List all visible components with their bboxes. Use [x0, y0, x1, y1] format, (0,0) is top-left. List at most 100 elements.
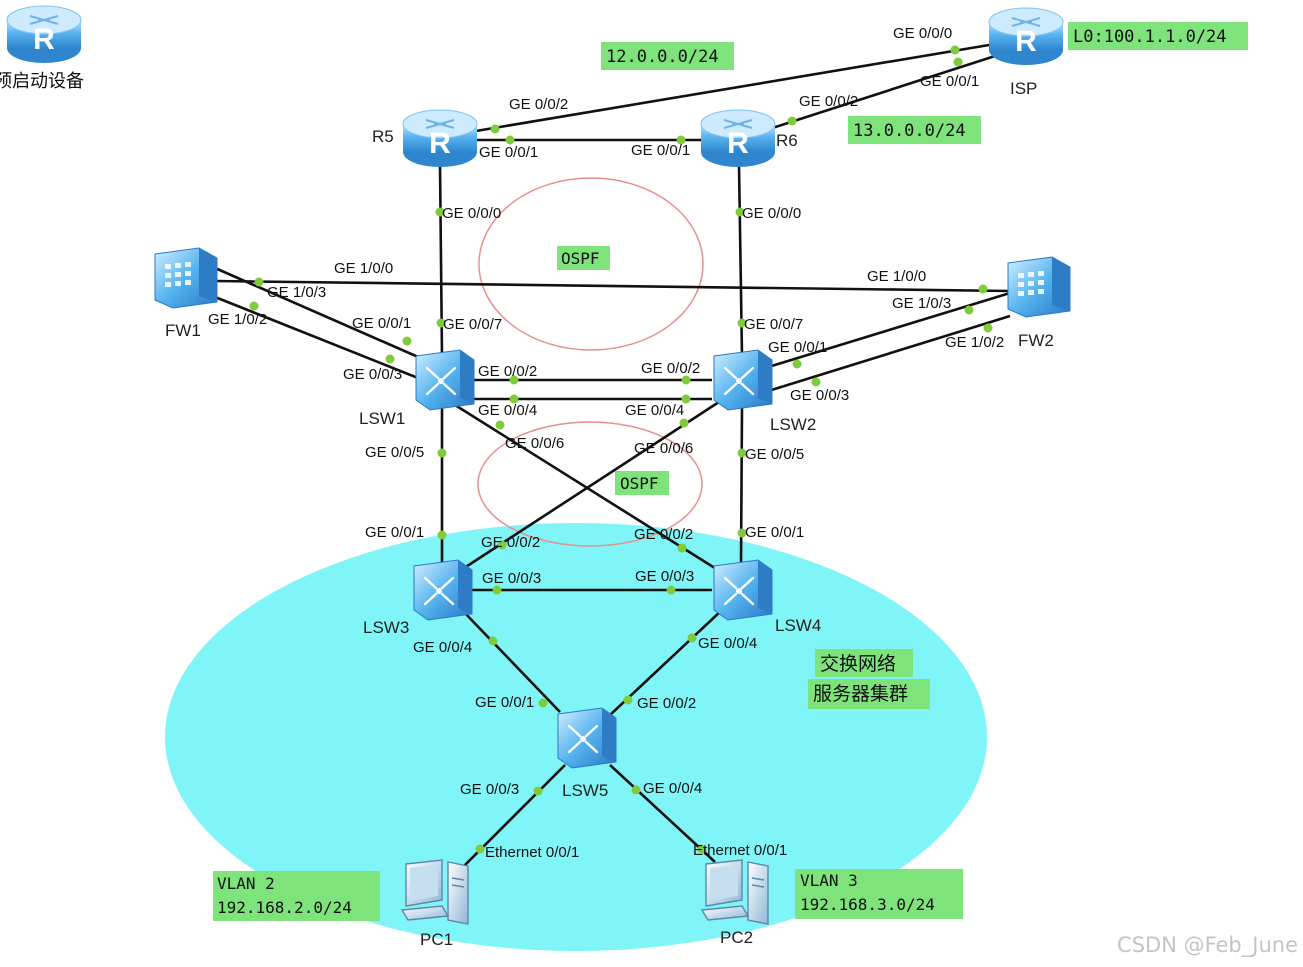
note-loopback: L0:100.1.1.0/24: [1068, 22, 1248, 50]
link-fw1-fw2: [214, 279, 1011, 293]
link-lsw2-lsw4: [739, 407, 744, 563]
note-vlan2: VLAN 2 192.168.2.0/24: [213, 871, 380, 921]
port-label: GE 1/0/2: [945, 334, 1004, 351]
link-r5-isp: [469, 42, 996, 134]
link-fw2-lsw2-a: [764, 291, 1011, 370]
port-dot: [792, 359, 802, 369]
link-fw2-lsw2-b: [764, 314, 1011, 394]
port-label: GE 0/0/3: [460, 781, 519, 798]
port-label: GE 0/0/3: [635, 568, 694, 585]
port-label: GE 0/0/4: [698, 635, 757, 652]
port-dot: [811, 377, 821, 387]
note-text: L0:100.1.1.0/24: [1073, 27, 1227, 47]
port-label: GE 0/0/3: [790, 387, 849, 404]
device-label-lsw4: LSW4: [775, 616, 821, 635]
legend-router-label: 预启动设备: [0, 71, 84, 91]
port-label: GE 0/0/5: [745, 446, 804, 463]
port-dot: [385, 354, 395, 364]
port-label: Ethernet 0/0/1: [485, 844, 579, 861]
port-dot: [254, 277, 264, 287]
device-label-pc1: PC1: [420, 930, 453, 949]
port-dot: [533, 786, 543, 796]
link-fw1-lsw1-a: [214, 266, 426, 362]
pc-icon: [701, 859, 769, 925]
links: [214, 42, 1011, 871]
device-lsw2[interactable]: LSW2: [712, 348, 816, 434]
note-vlan3: VLAN 3 192.168.3.0/24: [795, 869, 963, 919]
port-dot: [735, 207, 745, 217]
port-label: GE 0/0/1: [352, 315, 411, 332]
note-text: 交换网络: [820, 653, 896, 675]
device-lsw1[interactable]: LSW1: [359, 348, 476, 428]
link-lsw5-pc2: [609, 764, 716, 863]
port-label: GE 1/0/3: [267, 284, 326, 301]
device-lsw3[interactable]: LSW3: [363, 558, 474, 637]
port-dot: [490, 124, 500, 134]
port-label: GE 0/0/2: [799, 93, 858, 110]
device-label-lsw2: LSW2: [770, 415, 816, 434]
port-label: GE 0/0/1: [475, 694, 534, 711]
port-dot: [488, 636, 498, 646]
port-label: GE 0/0/6: [505, 435, 564, 452]
port-dot: [631, 785, 641, 795]
device-label-fw2: FW2: [1018, 331, 1054, 350]
port-dot: [437, 530, 447, 540]
port-dot: [492, 585, 502, 595]
device-isp[interactable]: ISP: [988, 7, 1064, 98]
note-text: OSPF: [620, 474, 659, 493]
device-fw1[interactable]: FW1: [154, 247, 218, 340]
port-dot: [697, 844, 707, 854]
port-dots: [249, 45, 993, 854]
port-dot: [538, 698, 548, 708]
note-text: 服务器集群: [813, 683, 908, 705]
port-label: GE 0/0/7: [744, 316, 803, 333]
port-label: GE 0/0/4: [413, 639, 472, 656]
port-label: GE 1/0/3: [892, 295, 951, 312]
port-label: GE 1/0/2: [208, 311, 267, 328]
port-label: GE 0/0/2: [478, 363, 537, 380]
device-label-lsw1: LSW1: [359, 409, 405, 428]
router-legend[interactable]: 预启动设备: [0, 5, 84, 91]
port-label: GE 0/0/4: [643, 780, 702, 797]
note-text: VLAN 3: [800, 871, 858, 890]
port-dot: [964, 305, 974, 315]
note-ospf-bottom: OSPF: [615, 471, 669, 495]
port-label: GE 0/0/2: [481, 534, 540, 551]
port-labels: GE 0/0/0 GE 0/0/1 GE 0/0/2 GE 0/0/1 GE 0…: [208, 25, 1004, 861]
port-label: GE 0/0/4: [478, 402, 537, 419]
port-dot: [436, 318, 446, 328]
port-label: GE 0/0/3: [343, 366, 402, 383]
switch-icon: [556, 706, 618, 770]
device-pc2[interactable]: PC2: [701, 859, 769, 947]
port-dot: [249, 301, 259, 311]
port-label: GE 0/0/0: [442, 205, 501, 222]
note-switch-cluster: 交换网络 服务器集群: [808, 649, 930, 709]
router-icon: [6, 5, 82, 64]
port-label: GE 0/0/2: [641, 360, 700, 377]
ospf-area-ring-bottom: [477, 421, 703, 547]
port-label: GE 0/0/2: [634, 526, 693, 543]
port-dot: [475, 844, 485, 854]
device-pc1[interactable]: PC1: [401, 859, 469, 949]
device-r5[interactable]: R5: [372, 109, 478, 168]
link-lsw3-lsw5: [461, 609, 561, 713]
device-r6[interactable]: R6: [700, 109, 798, 168]
port-dot: [509, 394, 519, 404]
device-lsw4[interactable]: LSW4: [712, 558, 821, 635]
switch-icon: [712, 558, 774, 622]
port-dot: [681, 375, 691, 385]
device-lsw5[interactable]: LSW5: [556, 706, 618, 800]
port-label: GE 0/0/2: [637, 695, 696, 712]
port-dot: [495, 420, 505, 430]
device-fw2[interactable]: FW2: [1007, 256, 1071, 350]
port-dot: [983, 323, 993, 333]
port-label: GE 0/0/1: [768, 339, 827, 356]
device-label-r6: R6: [776, 131, 798, 150]
port-dot: [505, 135, 515, 145]
firewall-icon: [1007, 256, 1071, 318]
device-label-lsw3: LSW3: [363, 618, 409, 637]
port-label: GE 0/0/0: [742, 205, 801, 222]
device-label-isp: ISP: [1010, 79, 1037, 98]
port-label: GE 1/0/0: [867, 268, 926, 285]
